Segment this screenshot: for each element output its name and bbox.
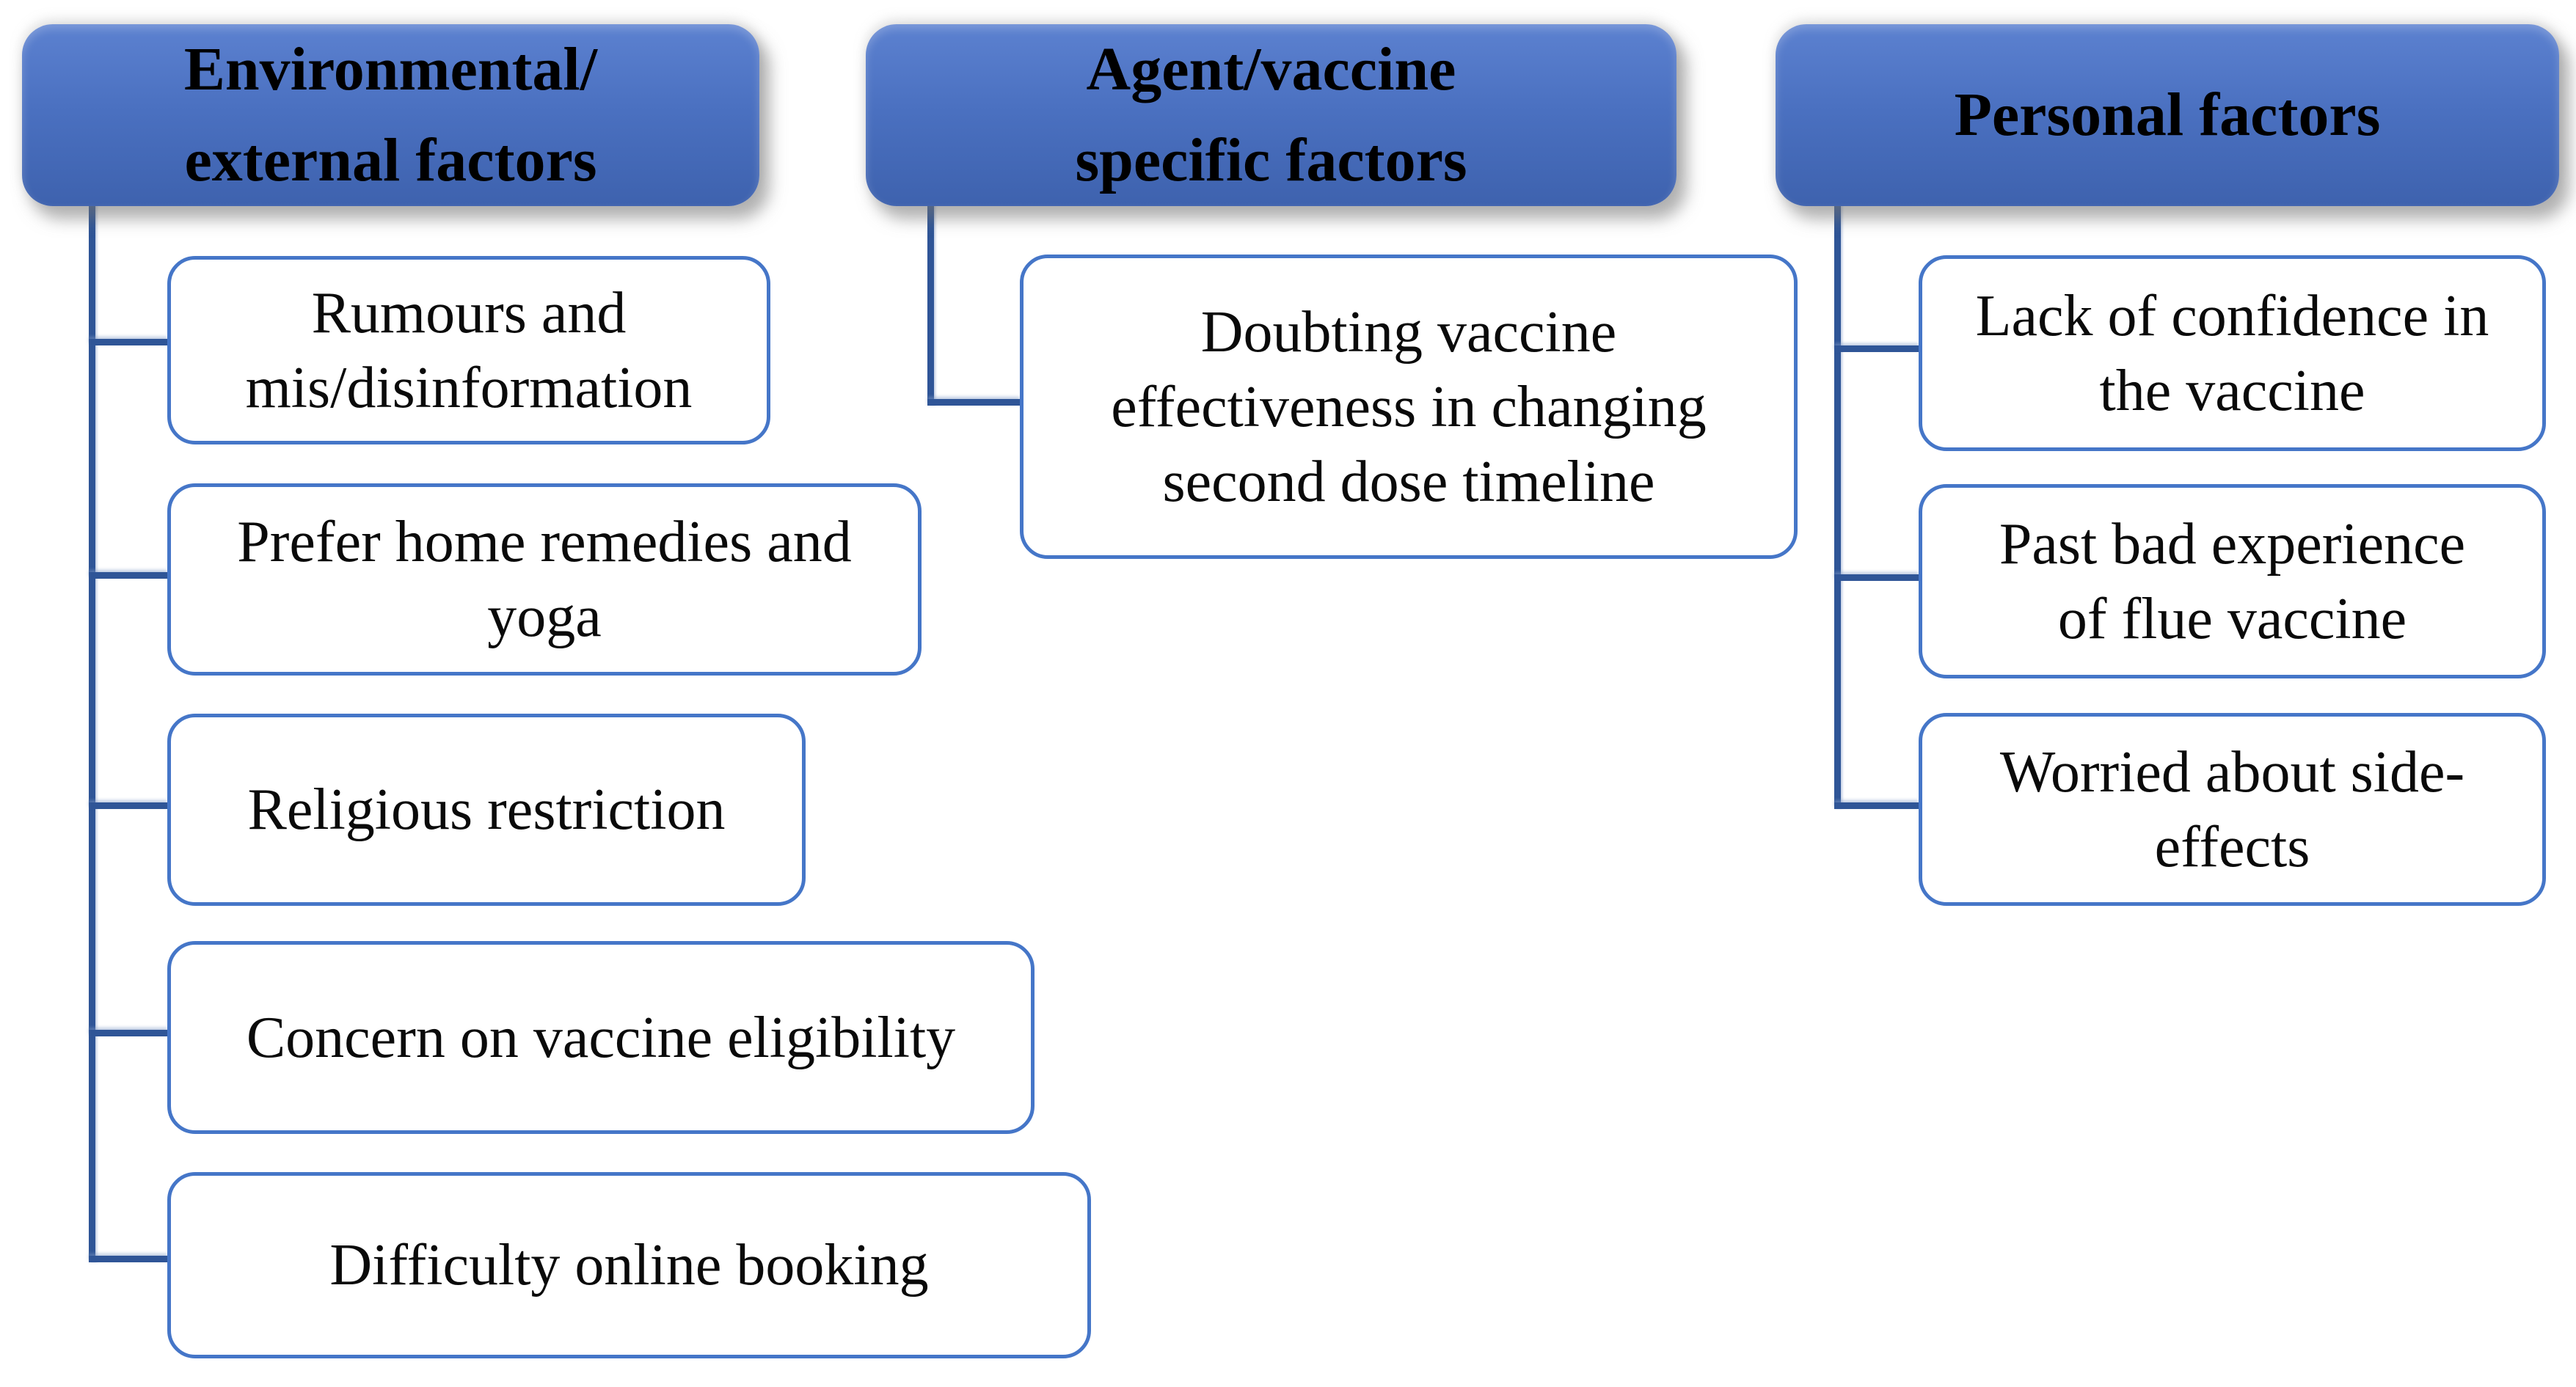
node-past-bad-experience-of-flue-vaccine: Past bad experience of flue vaccine	[1919, 484, 2546, 678]
node-prefer-home-remedies-and-yoga: Prefer home remedies and yoga	[167, 483, 922, 676]
node-rumours-and-mis-disinformation: Rumours and mis/disinformation	[167, 256, 770, 444]
node-difficulty-online-booking: Difficulty online booking	[167, 1172, 1091, 1358]
connector-stub-remedies	[89, 572, 167, 579]
node-text-line: effectiveness in changing	[1111, 374, 1707, 439]
node-text-line: of flue vaccine	[2057, 586, 2407, 651]
node-text-line: Doubting vaccine	[1200, 299, 1617, 365]
connector-stub-worried	[1834, 802, 1919, 809]
connector-trunk-agent-vaccine	[927, 205, 934, 406]
connector-stub-religious	[89, 802, 167, 809]
node-text-line: effects	[2154, 814, 2310, 879]
header-line: Environmental/	[183, 35, 598, 103]
connector-stub-rumours	[89, 339, 167, 345]
node-text-line: the vaccine	[2099, 358, 2365, 423]
node-text-line: mis/disinformation	[245, 355, 693, 420]
node-text-line: second dose timeline	[1162, 449, 1655, 514]
header-line: Personal factors	[1954, 81, 2381, 149]
connector-stub-doubting	[927, 399, 1020, 406]
node-concern-on-vaccine-eligibility: Concern on vaccine eligibility	[167, 941, 1035, 1134]
connector-stub-past-bad	[1834, 574, 1919, 581]
connector-trunk-environmental	[89, 205, 95, 1262]
node-text-line: Worried about side-	[1999, 739, 2465, 805]
header-environmental-external-factors: Environmental/ external factors	[22, 24, 759, 206]
node-text-line: Past bad experience	[1999, 511, 2466, 577]
connector-stub-lack-confidence	[1834, 345, 1919, 352]
node-text-line: Concern on vaccine eligibility	[246, 1005, 956, 1070]
node-text-line: yoga	[487, 585, 602, 649]
connector-stub-concern	[89, 1030, 167, 1036]
connector-stub-booking	[89, 1256, 167, 1262]
header-line: Agent/vaccine	[1086, 35, 1456, 103]
header-line: external factors	[184, 126, 597, 194]
node-text-line: Lack of confidence in	[1975, 283, 2489, 348]
header-line: specific factors	[1075, 126, 1467, 194]
node-lack-of-confidence-in-vaccine: Lack of confidence in the vaccine	[1919, 255, 2546, 451]
node-religious-restriction: Religious restriction	[167, 714, 806, 906]
connector-trunk-personal	[1834, 205, 1841, 808]
node-text-line: Religious restriction	[247, 777, 726, 842]
node-worried-about-side-effects: Worried about side- effects	[1919, 713, 2546, 906]
node-text-line: Rumours and	[311, 280, 627, 345]
header-agent-vaccine-specific-factors: Agent/vaccine specific factors	[866, 24, 1676, 206]
header-personal-factors: Personal factors	[1776, 24, 2559, 206]
node-text-line: Prefer home remedies and	[237, 510, 852, 574]
node-doubting-vaccine-effectiveness: Doubting vaccine effectiveness in changi…	[1020, 255, 1798, 559]
node-text-line: Difficulty online booking	[329, 1233, 929, 1298]
